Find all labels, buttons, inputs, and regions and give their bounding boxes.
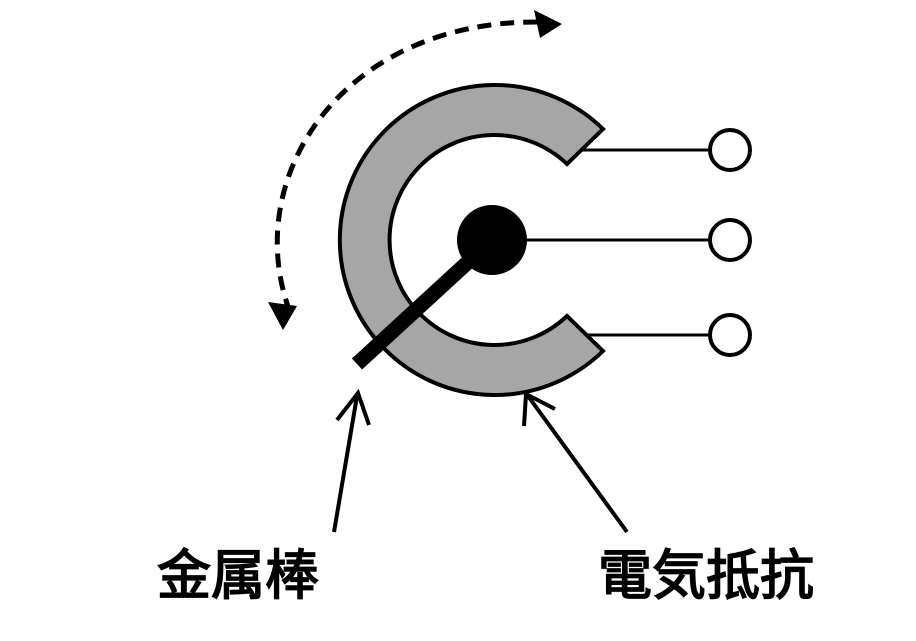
pointer-arrow-metal-rod <box>332 395 359 533</box>
terminal-middle-icon <box>708 218 752 262</box>
rotation-arrow-icon <box>274 19 541 313</box>
terminal-top-icon <box>708 128 752 172</box>
rotation-arrowhead-bottom <box>268 302 297 330</box>
metal-rod-label: 金属棒 <box>157 544 319 607</box>
terminal-bottom-icon <box>708 313 752 357</box>
pointer-arrow-resistor <box>526 394 629 534</box>
pointer-arrowhead-metal-rod <box>335 388 371 426</box>
pointer-arrowhead-resistor <box>522 390 556 427</box>
resistor-label: 電気抵抗 <box>598 544 814 607</box>
rotation-arrowhead-top <box>534 10 562 38</box>
pivot-dot <box>457 205 527 275</box>
